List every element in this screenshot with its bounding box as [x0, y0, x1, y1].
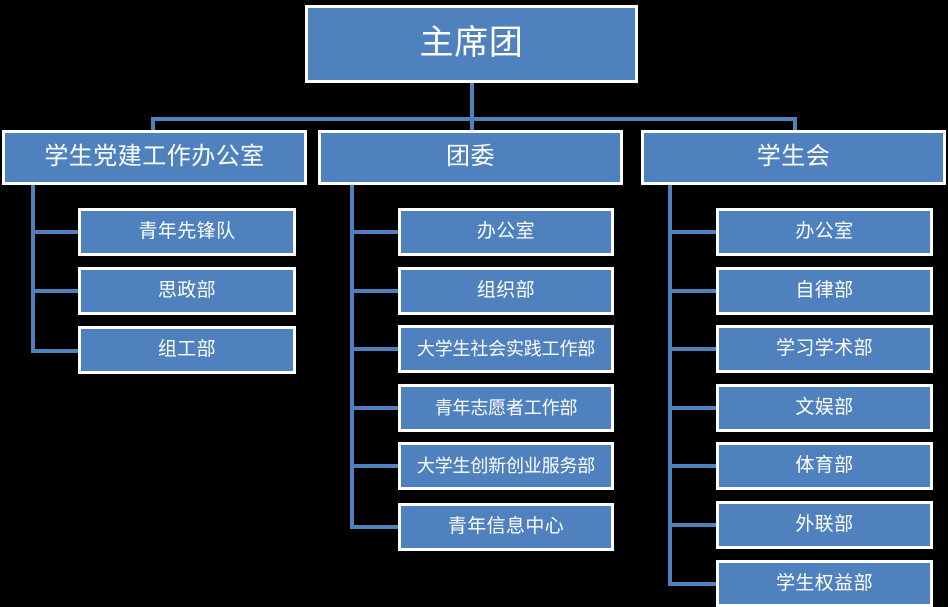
connector-elbow-2-1 — [668, 289, 718, 293]
connector-elbow-2-4 — [668, 464, 718, 468]
connector-elbow-2-3 — [668, 406, 718, 410]
connector-drop-branch-0 — [151, 117, 155, 131]
node-branch-2-child-0-label: 办公室 — [795, 221, 854, 243]
node-branch-2-child-1-label: 自律部 — [795, 280, 854, 302]
connector-elbow-1-3 — [350, 406, 400, 410]
node-branch-2-child-3-label: 文娱部 — [795, 397, 854, 419]
node-branch-2-child-6[interactable]: 学生权益部 — [716, 560, 933, 607]
connector-root-stem — [470, 83, 474, 121]
node-branch-1-child-3[interactable]: 青年志愿者工作部 — [398, 384, 614, 432]
node-branch-1-child-5-label: 青年信息中心 — [447, 516, 565, 538]
connector-elbow-2-0 — [668, 230, 718, 234]
node-branch-1-label: 团委 — [446, 143, 495, 170]
node-branch-2-child-0[interactable]: 办公室 — [716, 208, 933, 256]
node-branch-0-child-0[interactable]: 青年先锋队 — [78, 208, 296, 256]
connector-elbow-2-6 — [668, 582, 718, 586]
node-branch-0-child-2-label: 组工部 — [157, 339, 217, 361]
node-branch-0-label: 学生党建工作办公室 — [44, 143, 265, 170]
node-branch-2-child-5-label: 外联部 — [795, 514, 854, 536]
connector-elbow-2-5 — [668, 523, 718, 527]
node-branch-1-child-2[interactable]: 大学生社会实践工作部 — [398, 325, 614, 373]
node-root-label: 主席团 — [419, 25, 524, 63]
connector-elbow-1-1 — [350, 289, 400, 293]
node-branch-1-child-2-label: 大学生社会实践工作部 — [416, 338, 596, 359]
node-branch-0-child-1[interactable]: 思政部 — [78, 267, 296, 315]
node-branch-1-child-0[interactable]: 办公室 — [398, 208, 614, 256]
connector-elbow-0-0 — [31, 230, 80, 234]
node-branch-2-child-4[interactable]: 体育部 — [716, 442, 933, 490]
connector-drop-branch-1 — [470, 117, 474, 131]
connector-elbow-1-5 — [350, 525, 400, 529]
node-branch-2-child-4-label: 体育部 — [795, 455, 854, 477]
connector-spine-branch-2 — [668, 185, 672, 586]
node-branch-0-child-0-label: 青年先锋队 — [138, 221, 236, 243]
node-branch-0-child-2[interactable]: 组工部 — [78, 326, 296, 374]
connector-drop-branch-2 — [793, 117, 797, 131]
node-branch-1-child-4-label: 大学生创新创业服务部 — [416, 455, 596, 476]
node-root[interactable]: 主席团 — [305, 5, 638, 83]
node-branch-0[interactable]: 学生党建工作办公室 — [2, 130, 307, 185]
node-branch-2-child-2-label: 学习学术部 — [776, 338, 873, 360]
node-branch-1-child-3-label: 青年志愿者工作部 — [434, 397, 578, 418]
node-branch-1-child-0-label: 办公室 — [476, 221, 536, 243]
node-branch-0-child-1-label: 思政部 — [157, 280, 217, 302]
connector-elbow-1-0 — [350, 230, 400, 234]
node-branch-1-child-1-label: 组织部 — [476, 280, 536, 302]
connector-spine-branch-0 — [31, 185, 35, 353]
node-branch-2-child-5[interactable]: 外联部 — [716, 501, 933, 549]
node-branch-2-label: 学生会 — [756, 143, 831, 170]
connector-elbow-1-2 — [350, 347, 400, 351]
node-branch-2-child-2[interactable]: 学习学术部 — [716, 325, 933, 373]
node-branch-2[interactable]: 学生会 — [641, 130, 946, 185]
connector-elbow-2-2 — [668, 347, 718, 351]
connector-elbow-1-4 — [350, 464, 400, 468]
connector-spine-branch-1b — [350, 185, 354, 529]
node-branch-2-child-3[interactable]: 文娱部 — [716, 384, 933, 432]
node-branch-2-child-6-label: 学生权益部 — [776, 572, 873, 594]
node-branch-1[interactable]: 团委 — [318, 130, 623, 185]
connector-elbow-0-2 — [31, 349, 80, 353]
node-branch-1-child-5[interactable]: 青年信息中心 — [398, 503, 614, 551]
node-branch-1-child-4[interactable]: 大学生创新创业服务部 — [398, 442, 614, 490]
connector-elbow-0-1 — [31, 289, 80, 293]
connector-level2-bus — [153, 117, 797, 121]
node-branch-1-child-1[interactable]: 组织部 — [398, 267, 614, 315]
node-branch-2-child-1[interactable]: 自律部 — [716, 267, 933, 315]
